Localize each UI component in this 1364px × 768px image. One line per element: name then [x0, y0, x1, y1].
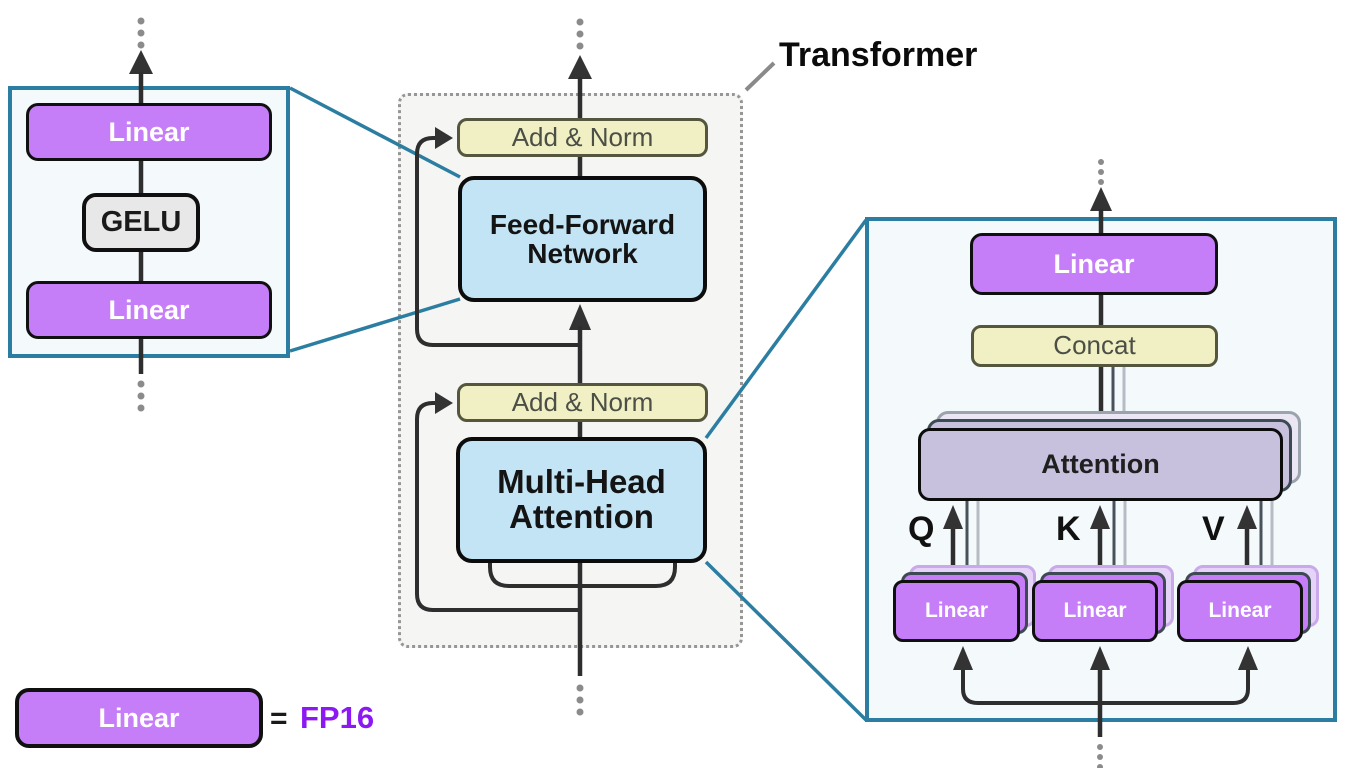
residual-skip-mha	[415, 392, 580, 612]
k-linear-node: Linear	[1032, 580, 1158, 642]
legend-linear-box: Linear	[15, 688, 263, 748]
up-arrow-icon	[1090, 505, 1110, 529]
k-label: K	[1056, 510, 1081, 548]
up-arrow-icon	[568, 55, 592, 79]
add-norm-top-node: Add & Norm	[457, 118, 708, 157]
right-arrow-icon	[435, 392, 453, 414]
up-arrow-icon	[1237, 505, 1257, 529]
transformer-label-pointer	[744, 61, 776, 92]
up-arrow-icon	[569, 304, 591, 330]
zoom-link-lines-right	[704, 218, 868, 722]
attention-input-flow	[953, 646, 1258, 768]
v-linear-node: Linear	[1177, 580, 1303, 642]
legend-equals-sign: =	[270, 702, 288, 735]
add-norm-bottom-node: Add & Norm	[457, 383, 708, 422]
legend-precision-label: FP16	[300, 700, 375, 735]
attention-linear-out-node: Linear	[970, 233, 1218, 295]
q-label: Q	[908, 510, 935, 548]
v-label: V	[1202, 510, 1225, 548]
up-arrow-icon	[1090, 187, 1112, 211]
transformer-title: Transformer	[779, 36, 978, 74]
right-arrow-icon	[435, 127, 453, 149]
up-arrow-icon	[1238, 646, 1258, 670]
gelu-node: GELU	[82, 193, 200, 252]
attention-node: Attention	[918, 428, 1283, 501]
up-arrow-icon	[129, 50, 153, 74]
ffn-detail-flow	[129, 17, 153, 412]
up-arrow-icon	[953, 646, 973, 670]
feed-forward-network-node: Feed-Forward Network	[458, 176, 707, 302]
mha-qkv-bracket	[488, 561, 677, 588]
multi-head-attention-node: Multi-Head Attention	[456, 437, 707, 563]
up-arrow-icon	[1090, 646, 1110, 670]
attention-output-flow	[1090, 159, 1112, 326]
zoom-link-lines-left	[289, 86, 461, 353]
q-linear-node: Linear	[893, 580, 1020, 642]
residual-skip-ffn	[415, 127, 580, 347]
ffn-linear-bottom-node: Linear	[26, 281, 272, 339]
concat-node: Concat	[971, 325, 1218, 367]
up-arrow-icon	[943, 505, 963, 529]
transformer-main-flow	[568, 18, 592, 716]
ffn-linear-top-node: Linear	[26, 103, 272, 161]
